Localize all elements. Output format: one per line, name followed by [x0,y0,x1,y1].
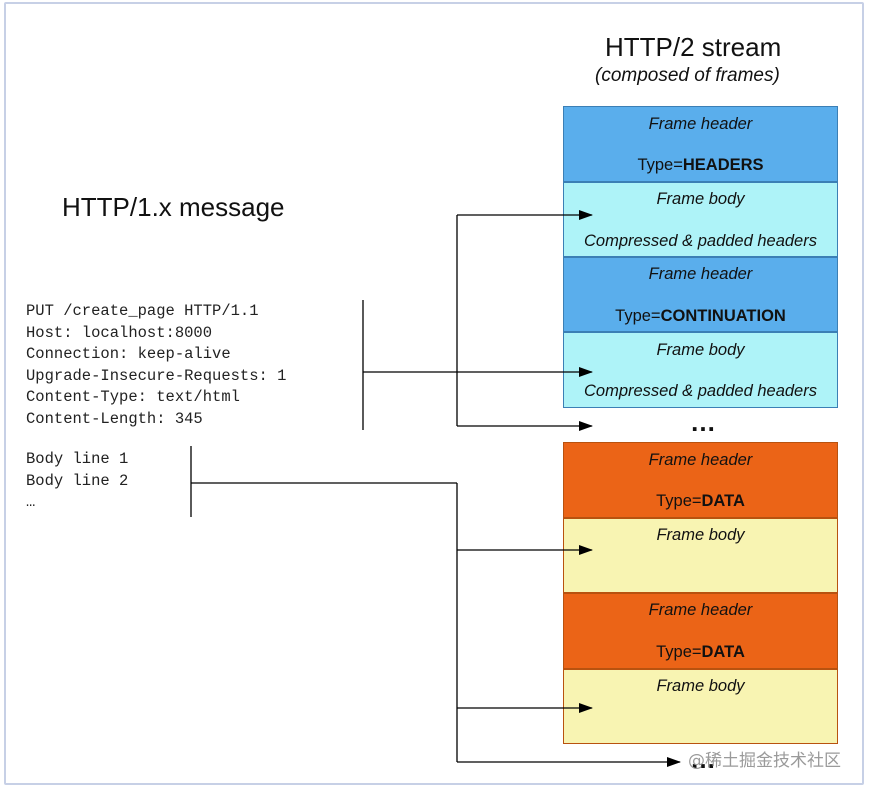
frame-body-data-2: Frame body [563,669,838,744]
frame-header-data-2: Frame header Type=DATA [563,593,838,669]
http2-stream-title: HTTP/2 stream [605,32,782,62]
frame-body-label: Frame body [656,677,745,695]
frame-body-label: Frame body [656,526,745,544]
frame-header-headers: Frame header Type=HEADERS [563,106,838,182]
frame-header-continuation: Frame header Type=CONTINUATION [563,257,838,332]
ellipsis-data: … [690,744,717,774]
http1-message-title: HTTP/1.x message [62,192,285,222]
watermark: @稀土掘金技术社区 [688,751,841,771]
frame-body-label: Frame body [656,341,745,359]
frame-body-label: Frame body [656,190,745,208]
frame-body-continuation: Frame body Compressed & padded headers [563,332,838,408]
frame-type-label: Type=CONTINUATION [615,307,786,325]
frame-header-label: Frame header [648,601,753,619]
http1-body-text: Body line 1 Body line 2 … [26,450,129,511]
frame-type-label: Type=HEADERS [637,156,764,174]
http1-headers-text: PUT /create_page HTTP/1.1 Host: localhos… [26,302,287,428]
diagram-border [4,2,864,785]
frame-type-label: Type=DATA [656,492,745,510]
frame-header-label: Frame header [648,451,753,469]
http2-stream-subtitle: (composed of frames) [595,65,780,86]
frame-body-headers: Frame body Compressed & padded headers [563,182,838,257]
ellipsis-headers: … [690,407,717,437]
frame-body-note: Compressed & padded headers [584,232,817,250]
frame-type-label: Type=DATA [656,643,745,661]
frame-body-note: Compressed & padded headers [584,382,817,400]
frame-header-label: Frame header [648,265,753,283]
frame-header-data-1: Frame header Type=DATA [563,442,838,518]
frame-header-label: Frame header [648,115,753,133]
frame-body-data-1: Frame body [563,518,838,593]
